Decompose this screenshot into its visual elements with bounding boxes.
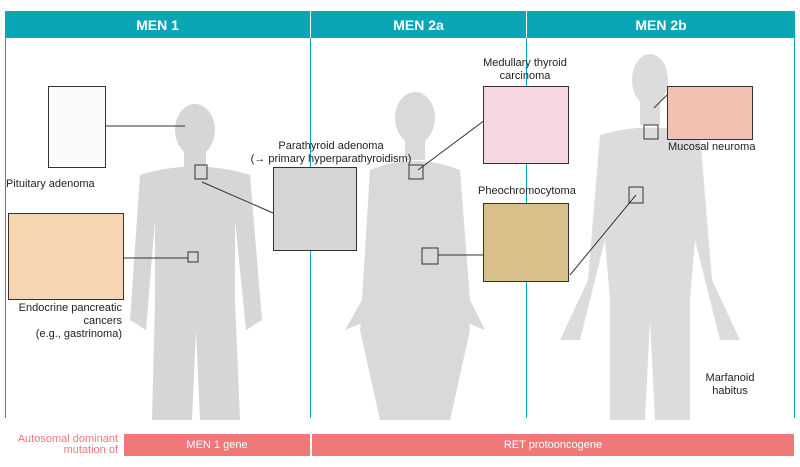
men1-gene-bar: MEN 1 gene bbox=[124, 434, 310, 456]
label-line: carcinoma bbox=[499, 70, 551, 82]
male-figure-men1 bbox=[130, 104, 262, 420]
header-men2a: MEN 2a bbox=[311, 11, 526, 38]
label-line: (→ primary hyperparathyroidism) bbox=[250, 153, 412, 165]
highlight-boxes bbox=[187, 124, 659, 265]
label-line: Autosomal dominant bbox=[17, 433, 118, 445]
divider bbox=[5, 38, 6, 418]
inheritance-label: Autosomal dominant mutation of bbox=[8, 434, 118, 456]
label-line: Marfanoid bbox=[705, 372, 755, 384]
ret-gene-bar: RET protooncogene bbox=[312, 434, 794, 456]
divider bbox=[794, 38, 795, 418]
male-figure-men2b bbox=[560, 54, 740, 420]
parathyroid-inset bbox=[273, 167, 357, 251]
label-line: Endocrine pancreatic bbox=[18, 302, 122, 314]
female-figure-men2a bbox=[345, 92, 485, 420]
pituitary-inset bbox=[48, 86, 106, 168]
label-marfanoid: Marfanoid habitus bbox=[700, 372, 760, 398]
connector-lines bbox=[105, 94, 668, 276]
label-mucosal-neuroma: Mucosal neuroma bbox=[668, 141, 756, 153]
label-line: Parathyroid adenoma bbox=[278, 140, 384, 152]
adrenal-inset bbox=[483, 203, 569, 282]
tongue-inset bbox=[667, 86, 753, 140]
label-line: habitus bbox=[712, 385, 748, 397]
label-parathyroid: Parathyroid adenoma (→ primary hyperpara… bbox=[245, 140, 417, 166]
label-line: cancers bbox=[83, 315, 122, 327]
label-line: (e.g., gastrinoma) bbox=[35, 328, 122, 340]
label-line: Medullary thyroid bbox=[483, 57, 567, 69]
header-men2b: MEN 2b bbox=[527, 11, 795, 38]
label-pituitary: Pituitary adenoma bbox=[6, 178, 95, 190]
label-medullary: Medullary thyroid carcinoma bbox=[470, 57, 580, 83]
pancreas-inset bbox=[8, 213, 124, 300]
header-men1: MEN 1 bbox=[5, 11, 310, 38]
label-pancreatic: Endocrine pancreatic cancers (e.g., gast… bbox=[8, 302, 122, 341]
label-line: mutation of bbox=[63, 444, 118, 456]
thyroid-inset bbox=[483, 86, 569, 164]
label-pheochromocytoma: Pheochromocytoma bbox=[478, 185, 576, 197]
